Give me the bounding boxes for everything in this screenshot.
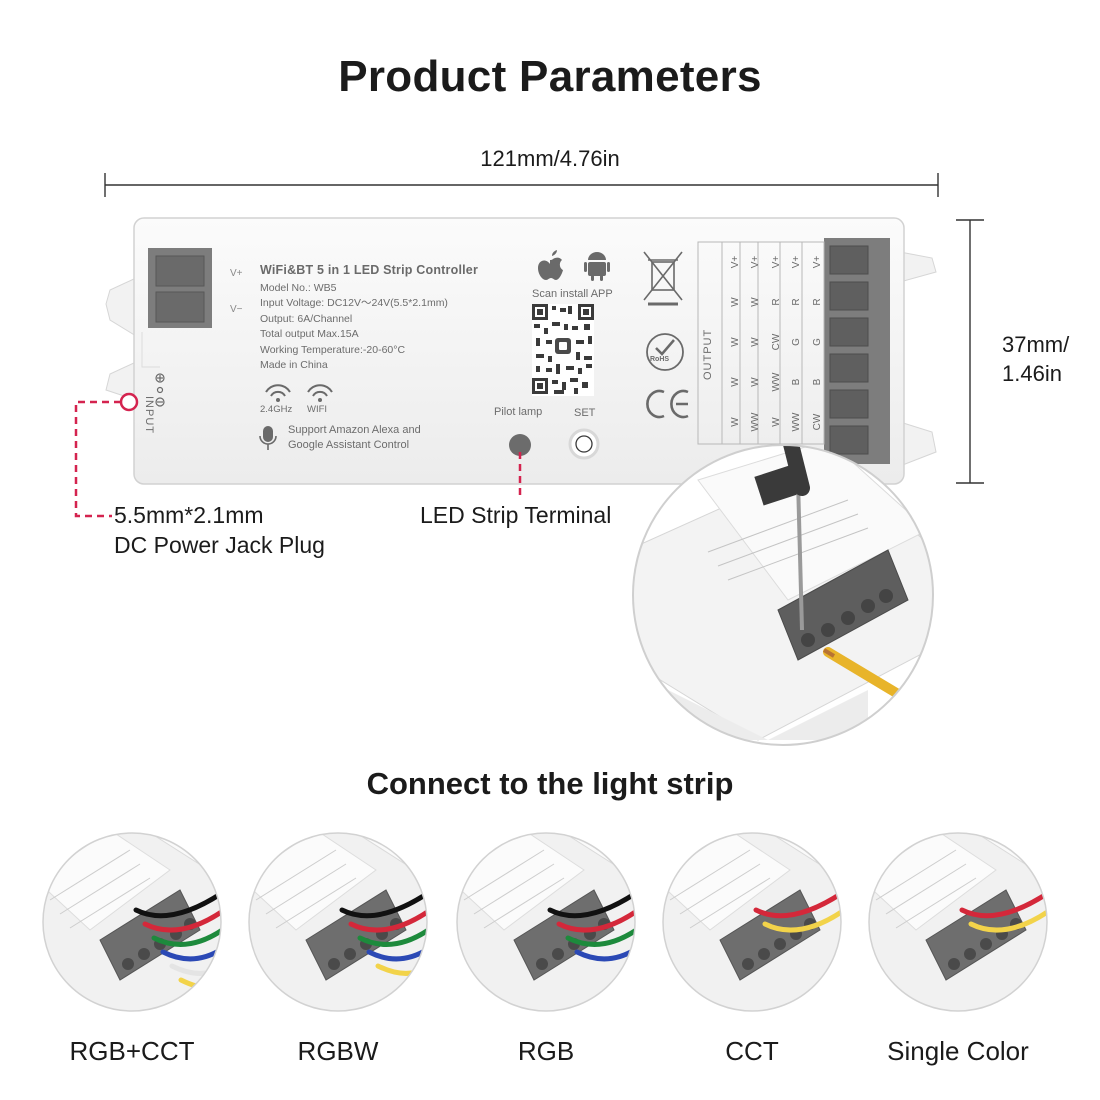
width-dimension-label: 121mm/4.76in bbox=[480, 146, 620, 171]
output-table-cell: WW bbox=[791, 412, 802, 432]
spec-line: Model No.: WB5 bbox=[260, 282, 337, 294]
device-specs: Model No.: WB5 Input Voltage: DC12V～24V(… bbox=[260, 281, 448, 373]
output-table-cell: W bbox=[750, 377, 761, 387]
height-dimension-line2: 1.46in bbox=[1002, 361, 1062, 386]
output-table-cell: V+ bbox=[771, 255, 782, 269]
rohs-label: RoHS bbox=[650, 356, 670, 363]
page-title: Product Parameters bbox=[338, 52, 762, 101]
height-dimension-line bbox=[956, 219, 984, 484]
wifi-label: WIFI bbox=[307, 404, 328, 415]
mode-thumbnail bbox=[456, 832, 636, 1012]
voice-support-text: Support Amazon Alexa and Google Assistan… bbox=[288, 423, 421, 453]
terminal-detail-zoom bbox=[632, 444, 934, 746]
output-table-cell: WW bbox=[771, 372, 782, 392]
output-table-cell: G bbox=[791, 338, 802, 346]
output-table-cell: B bbox=[812, 378, 823, 386]
output-table-cell: CW bbox=[771, 333, 782, 351]
controller-device bbox=[105, 217, 937, 485]
output-table-cell: W bbox=[750, 297, 761, 307]
mode-label: RGBW bbox=[297, 1036, 379, 1066]
output-table-cell: W bbox=[730, 377, 741, 387]
output-table-cell: V+ bbox=[750, 255, 761, 269]
output-table-cell: WW bbox=[750, 412, 761, 432]
dc-jack-name: DC Power Jack Plug bbox=[114, 532, 325, 558]
mode-label: RGB bbox=[517, 1036, 575, 1066]
output-table-cell: R bbox=[812, 298, 823, 306]
device-name: WiFi&BT 5 in 1 LED Strip Controller bbox=[260, 263, 479, 277]
dc-jack-callout: 5.5mm*2.1mm DC Power Jack Plug bbox=[114, 500, 325, 560]
connect-section-title: Connect to the light strip bbox=[366, 766, 734, 801]
mode-thumbnail bbox=[868, 832, 1048, 1012]
mode-label: Single Color bbox=[887, 1036, 1029, 1066]
spec-line: Made in China bbox=[260, 359, 328, 372]
mode-label: RGB+CCT bbox=[69, 1036, 195, 1066]
output-table-cell: W bbox=[730, 297, 741, 307]
callout-lines bbox=[74, 392, 522, 518]
mode-thumbnail bbox=[662, 832, 842, 1012]
terminal-vminus-label: V− bbox=[230, 304, 243, 315]
output-table-cell: V+ bbox=[791, 255, 802, 269]
output-table-cell: B bbox=[791, 378, 802, 386]
wifi-24ghz-label: 2.4GHz bbox=[260, 404, 293, 415]
height-dimension-line1: 37mm/ bbox=[1002, 332, 1070, 357]
output-table-cell: W bbox=[730, 337, 741, 347]
output-table-cell: R bbox=[791, 298, 802, 306]
mode-label: CCT bbox=[725, 1036, 779, 1066]
output-table-cell: V+ bbox=[812, 255, 823, 269]
spec-line: Output: 6A/Channel bbox=[260, 312, 353, 325]
output-table-cell: R bbox=[771, 298, 782, 306]
output-table-cell: V+ bbox=[730, 255, 741, 269]
dc-jack-size: 5.5mm*2.1mm bbox=[114, 502, 264, 528]
output-label: OUTPUT bbox=[702, 328, 714, 380]
output-table-cell: G bbox=[812, 338, 823, 346]
height-dimension-label: 37mm/ 1.46in bbox=[1002, 330, 1069, 388]
pilot-lamp-label: Pilot lamp bbox=[494, 406, 543, 418]
mode-thumbnail bbox=[42, 832, 222, 1012]
output-table-cell: W bbox=[771, 417, 782, 427]
output-table-cell: CW bbox=[812, 413, 823, 431]
output-table-cell: W bbox=[750, 337, 761, 347]
mode-thumbnail bbox=[248, 832, 428, 1012]
terminal-vplus-label: V+ bbox=[230, 268, 243, 279]
set-button-label: SET bbox=[574, 407, 596, 419]
voice-support-line1: Support Amazon Alexa and bbox=[288, 424, 421, 436]
width-dimension-line bbox=[104, 173, 939, 197]
scan-install-label: Scan install APP bbox=[532, 288, 613, 300]
led-terminal-callout: LED Strip Terminal bbox=[420, 502, 612, 528]
spec-line: Input Voltage: DC12V～24V(5.5*2.1mm) bbox=[260, 297, 448, 310]
output-table-cell: W bbox=[730, 417, 741, 427]
voice-support-line2: Google Assistant Control bbox=[288, 439, 410, 451]
spec-line: Total output Max.15A bbox=[260, 328, 359, 341]
spec-line: Working Temperature:-20-60°C bbox=[260, 343, 406, 356]
